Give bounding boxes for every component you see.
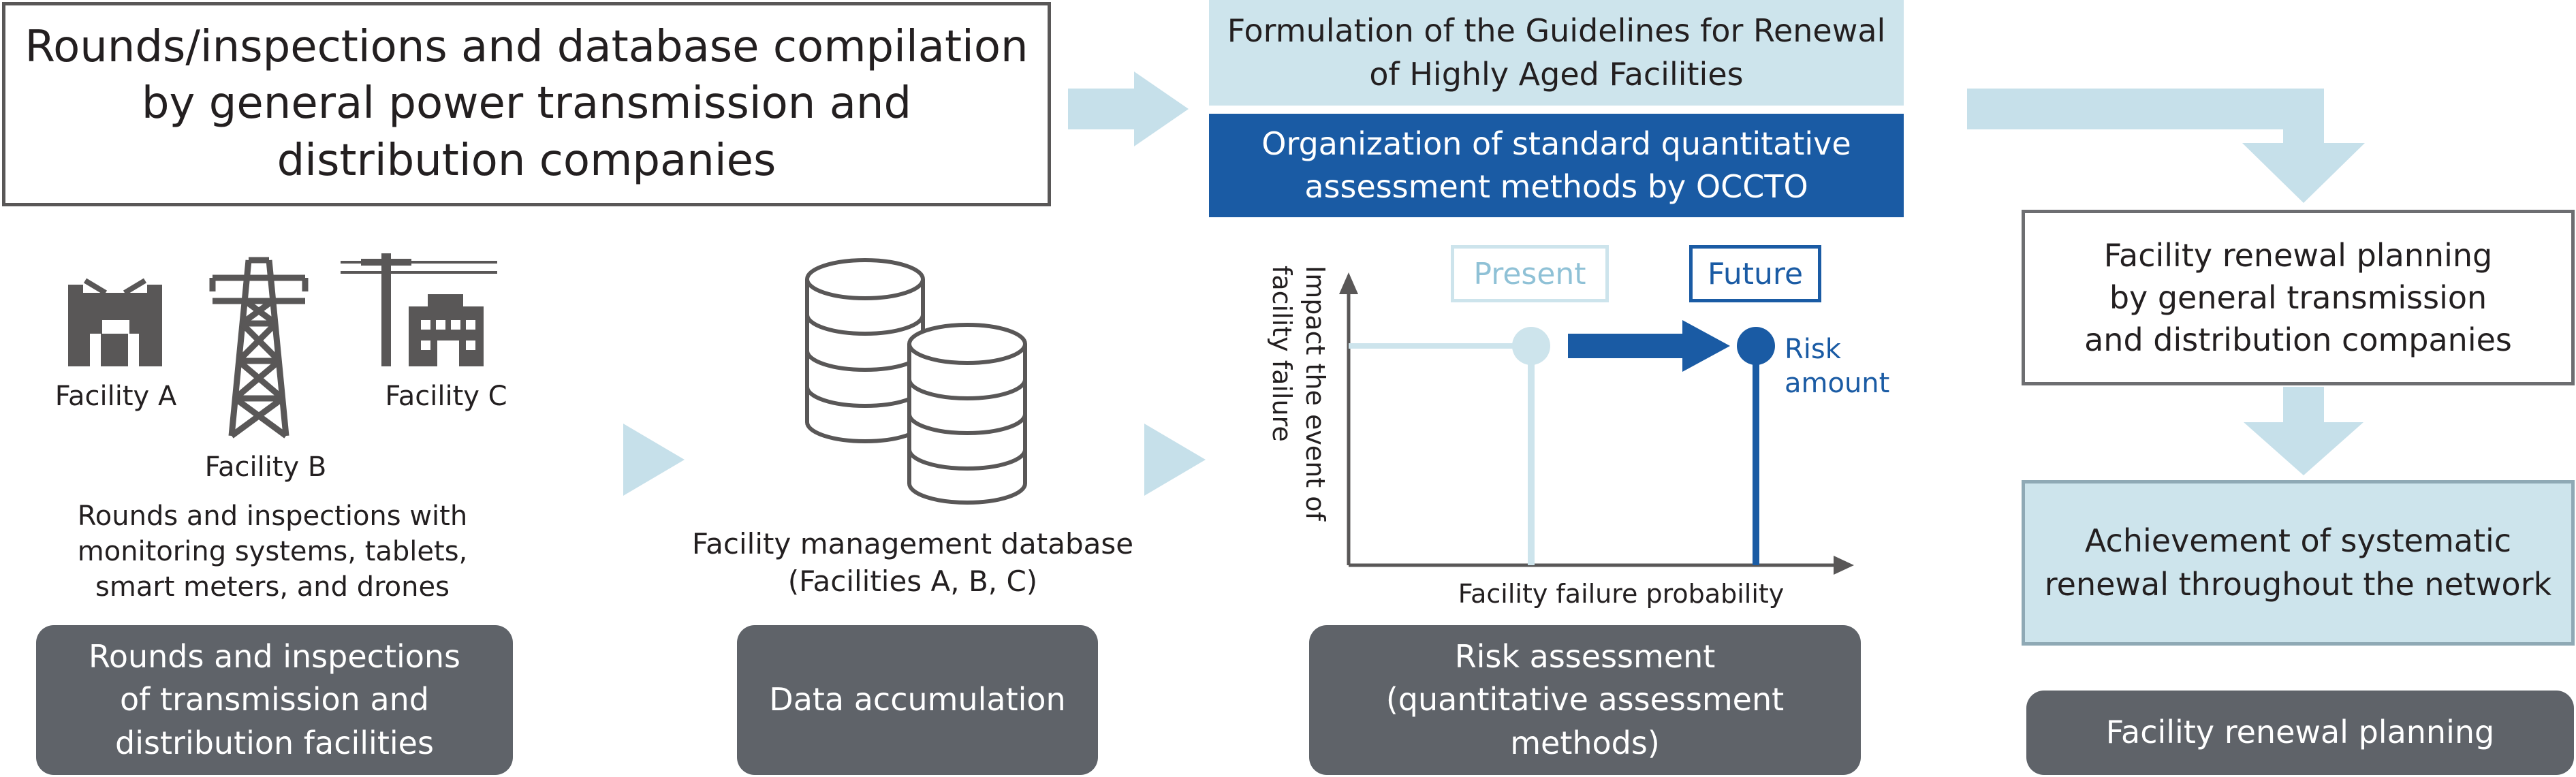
- risk-amount-label: Risk amount: [1785, 334, 1890, 399]
- building-icon: [409, 294, 484, 366]
- present-label: Present: [1451, 245, 1609, 302]
- flow-triangle-1: [623, 424, 685, 496]
- distribution-pole-icon: [341, 253, 497, 366]
- achievement-box: Achievement of systematic renewal throug…: [2022, 480, 2575, 646]
- step-risk-assessment: Risk assessment (quantitative assessment…: [1309, 625, 1861, 775]
- occto-box: Organization of standard quantitative as…: [1209, 114, 1904, 217]
- facility-c-label: Facility C: [385, 381, 507, 412]
- chart-y-label: Impact the event of facility failure: [1266, 266, 1330, 521]
- flow-arrow-top: [1068, 72, 1189, 146]
- chart-x-label: Facility failure probability: [1458, 579, 1785, 609]
- facility-a-label: Facility A: [54, 381, 177, 412]
- renewal-planning-box: Facility renewal planning by general tra…: [2022, 210, 2575, 385]
- risk-chart: [1339, 272, 1854, 575]
- flow-triangle-2: [1144, 424, 1206, 496]
- flow-arrow-elbow: [1967, 89, 2365, 203]
- guidelines-box: Formulation of the Guidelines for Renewa…: [1209, 0, 1904, 106]
- present-point: [1512, 327, 1550, 365]
- facility-b-label: Facility B: [204, 451, 327, 483]
- database-caption: Facility management database (Facilities…: [691, 527, 1134, 598]
- facility-caption: Rounds and inspections with monitoring s…: [77, 501, 468, 603]
- step-facility-renewal-planning: Facility renewal planning: [2026, 691, 2574, 775]
- risk-increase-arrow: [1568, 320, 1730, 372]
- step-rounds-inspections: Rounds and inspections of transmission a…: [36, 625, 513, 775]
- future-label: Future: [1689, 245, 1821, 302]
- substation-icon: [68, 278, 162, 366]
- top-compilation-box: Rounds/inspections and database compilat…: [2, 2, 1051, 206]
- step-data-accumulation: Data accumulation: [737, 625, 1098, 775]
- flow-arrow-down: [2244, 387, 2363, 475]
- database-icon: [805, 258, 1027, 505]
- transmission-tower-icon: [209, 257, 309, 439]
- future-point: [1737, 327, 1775, 365]
